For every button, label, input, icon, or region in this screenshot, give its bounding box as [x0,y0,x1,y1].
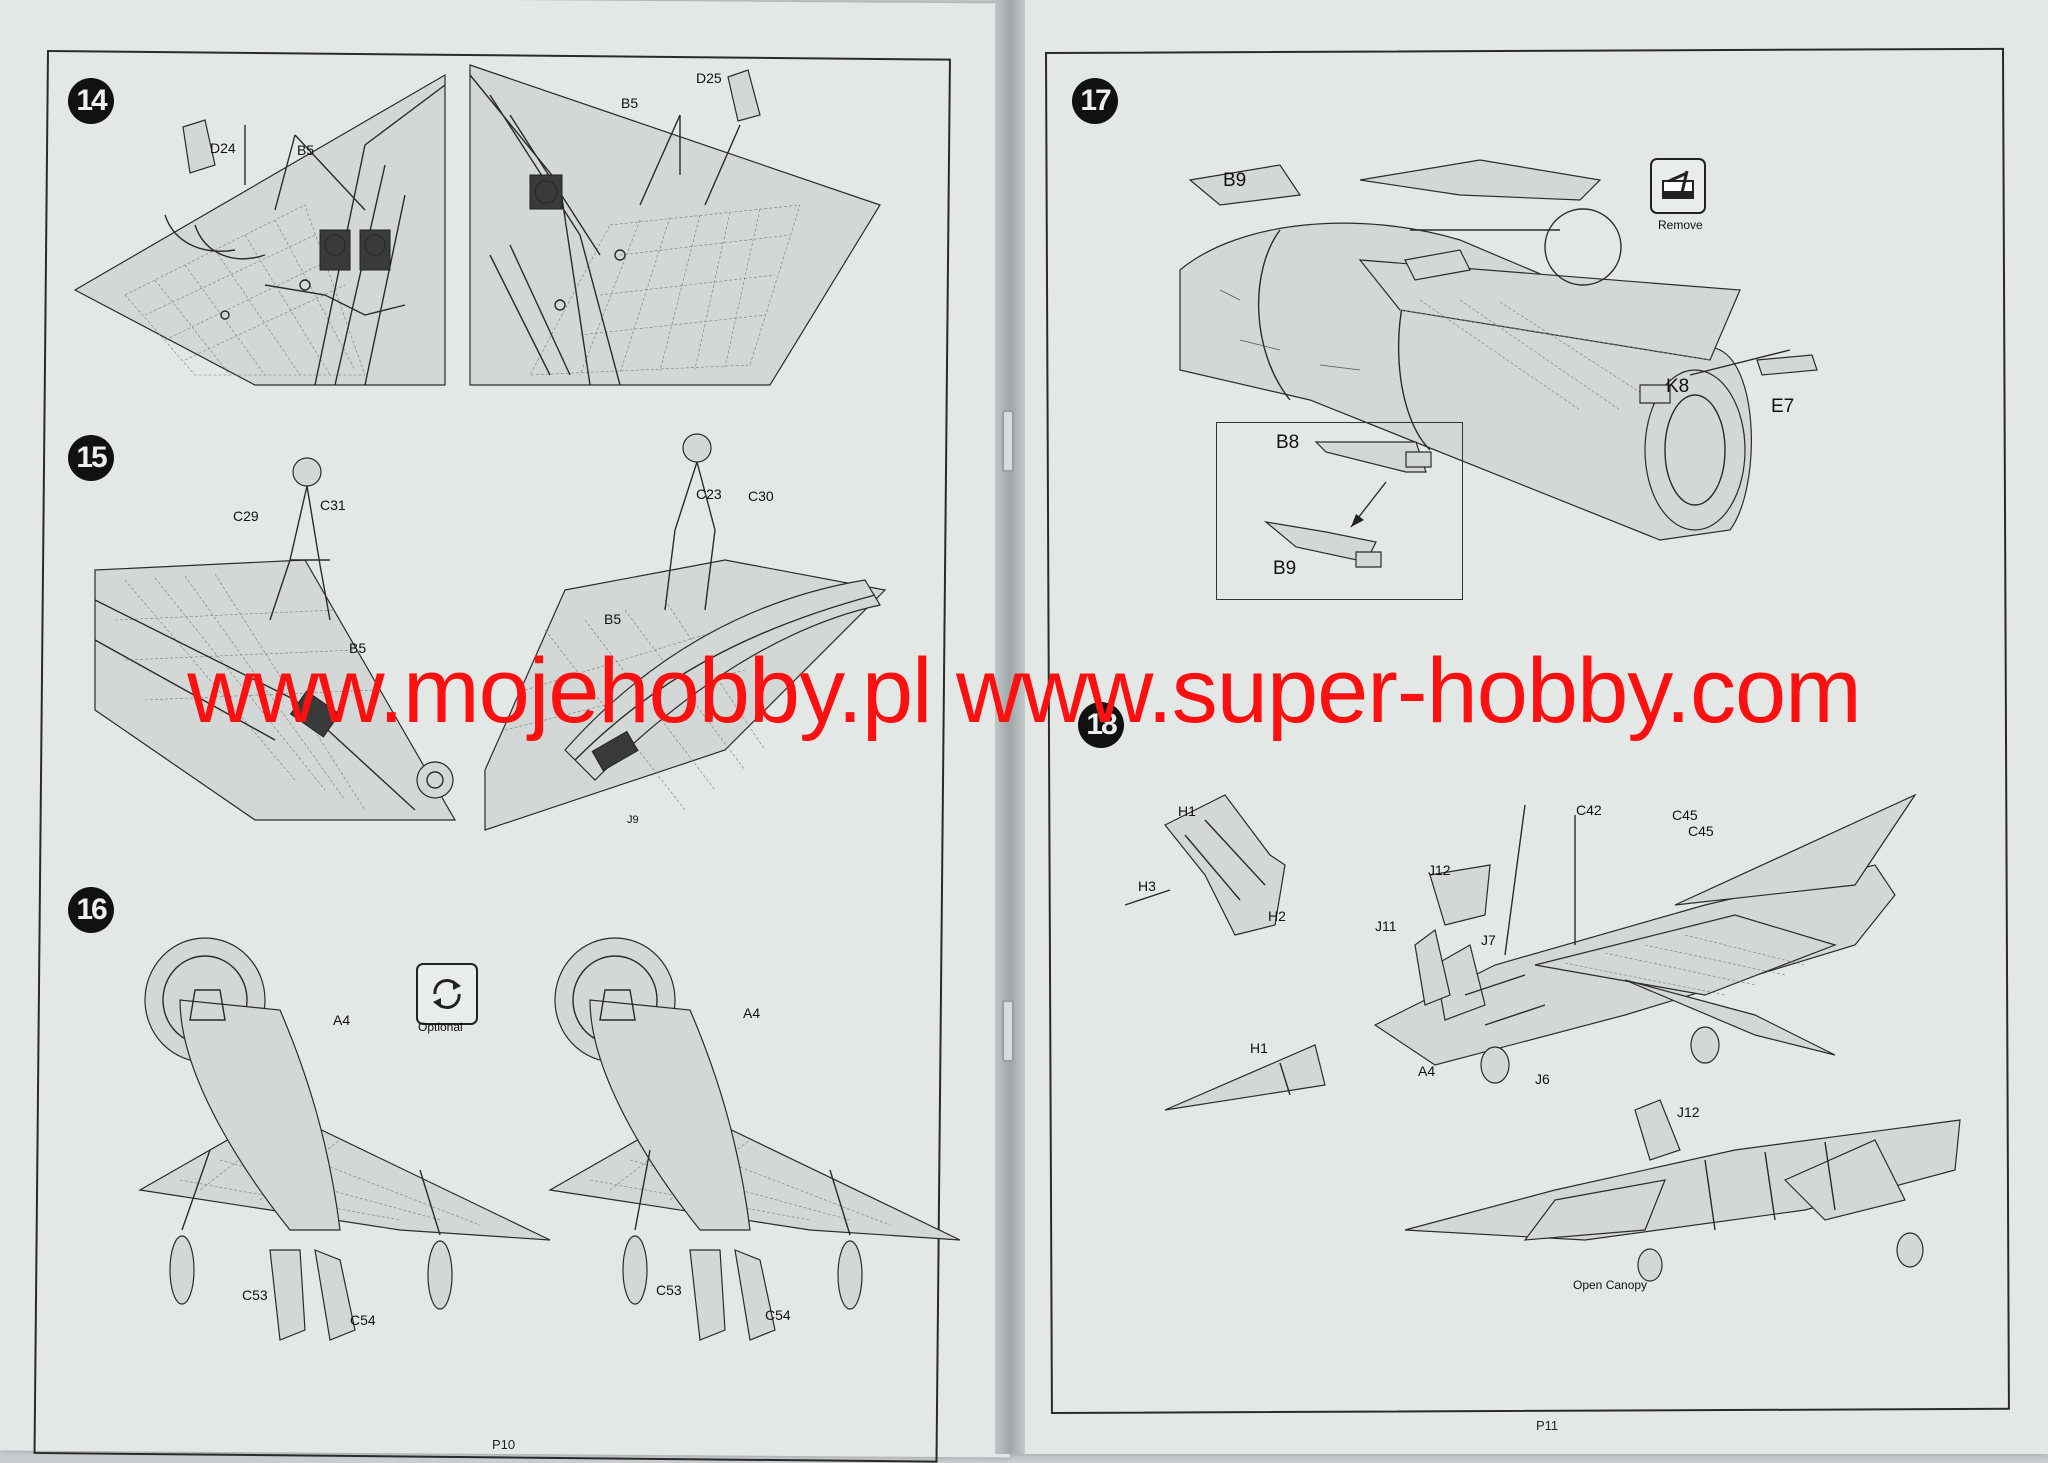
step-14-drawing-left [65,55,445,385]
part-label: B9 [1223,170,1247,191]
step-17-drawing [1160,150,1780,550]
part-label: H3 [1138,878,1156,894]
step-16-drawing-right [550,930,960,1350]
open-canopy-caption: Open Canopy [1573,1278,1648,1292]
step-17-inset [1216,422,1463,600]
part-label: B5 [604,611,622,627]
step-15-drawing-left [95,450,455,820]
staple-bottom [1002,1000,1014,1062]
part-e7-drawing [1752,350,1822,380]
part-label: B5 [297,142,315,158]
step-16-badge: 16 [68,887,114,933]
part-label: D24 [210,140,236,156]
part-label: C53 [656,1282,682,1298]
rotate-arrows-icon [433,979,461,1009]
part-label: E7 [1771,396,1795,417]
step-17-badge: 17 [1072,78,1118,124]
part-label: J7 [1481,932,1496,948]
part-label: C42 [1576,802,1602,818]
staple-top [1002,410,1014,472]
page-number-left: P10 [492,1437,516,1452]
part-label: B8 [1276,432,1300,453]
part-label: C45 [1672,807,1698,823]
part-label: J6 [1535,1071,1550,1087]
part-label: B5 [621,95,639,111]
part-label: B5 [349,640,367,656]
step-16-drawing-left [140,930,550,1350]
part-label: C54 [765,1307,791,1323]
page-number-right: P11 [1536,1418,1559,1433]
part-label: J11 [1375,918,1397,934]
step-14-drawing-right [470,55,880,385]
part-label: H1 [1178,803,1196,819]
part-label: C31 [320,497,346,513]
part-label: C29 [233,508,259,524]
part-label: J12 [1677,1104,1700,1120]
part-label: C30 [748,488,774,504]
remove-icon-label: Remove [1658,218,1703,232]
part-label: A4 [333,1012,351,1028]
optional-icon [416,963,478,1025]
part-label: C23 [696,486,722,502]
remove-icon [1650,158,1706,214]
step-18-drawing-main [1375,795,1915,1095]
step-15-badge: 15 [68,435,114,481]
part-label: C54 [350,1312,376,1328]
part-label: C53 [242,1287,268,1303]
step-18-drawing-open-canopy [1405,1090,1960,1290]
part-label: A4 [1418,1063,1436,1079]
step-18-badge: 18 [1078,702,1124,748]
cut-part-icon [1662,170,1694,199]
step-17-inset-drawing [1256,432,1446,582]
step-15-drawing-right [485,430,885,830]
part-label: A4 [743,1005,761,1021]
part-label: H1 [1250,1040,1268,1056]
optional-icon-label: Optional [418,1020,463,1034]
booklet-spine [995,0,1025,1454]
part-label: K8 [1666,376,1690,397]
part-label: D25 [696,70,722,86]
part-label: B9 [1273,558,1297,579]
part-label: C45 [1688,823,1714,839]
part-label: J9 [627,814,639,826]
part-h1-h2-drawing [1125,795,1315,935]
part-label: J12 [1428,862,1451,878]
part-label: H2 [1268,908,1286,924]
step-14-badge: 14 [68,78,114,124]
watermark: www.mojehobby.pl www.super-hobby.com [187,640,1862,742]
part-h1-cone-drawing [1165,1035,1325,1115]
